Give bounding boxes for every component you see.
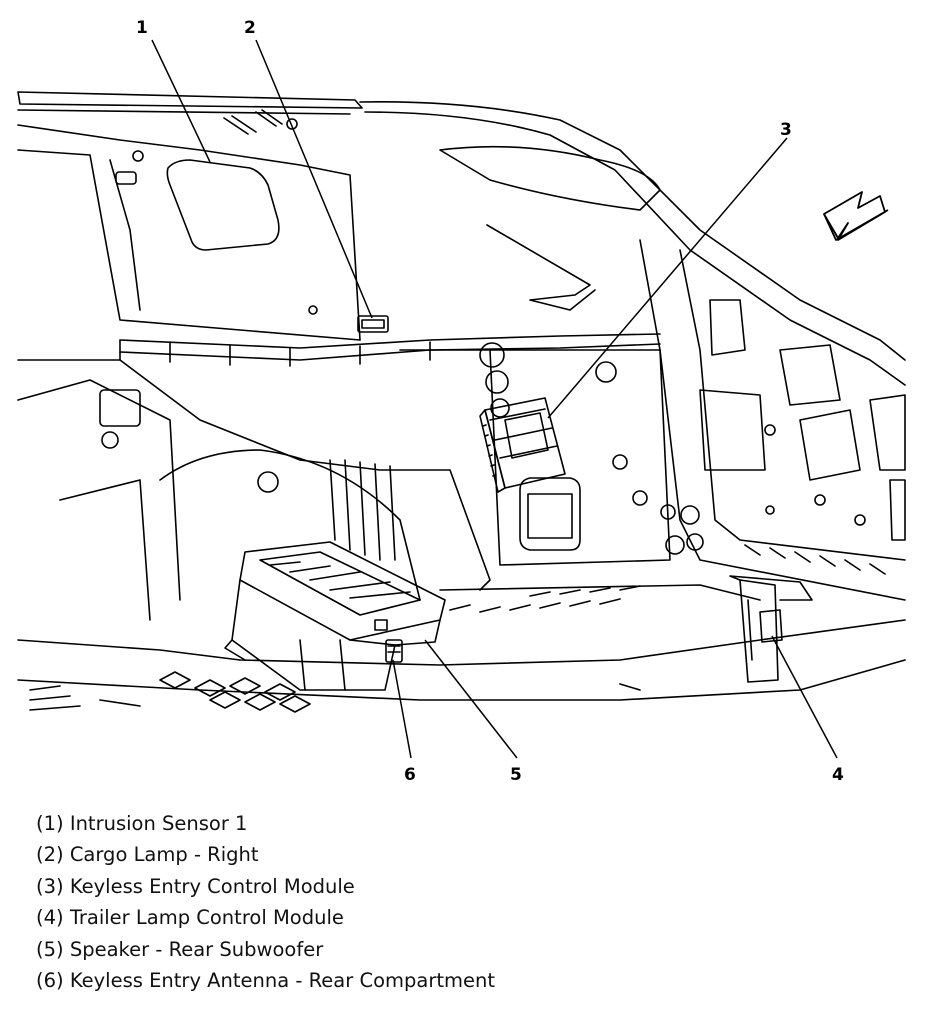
legend-item-3: (3) Keyless Entry Control Module — [36, 874, 355, 898]
forward-direction-arrow-icon — [823, 191, 889, 241]
legend-item-2: (2) Cargo Lamp - Right — [36, 843, 259, 867]
callout-number-5: 5 — [510, 765, 522, 785]
leader-line-5 — [424, 639, 518, 759]
component-legend: (1) Intrusion Sensor 1 (2) Cargo Lamp - … — [36, 808, 495, 996]
legend-item-4: (4) Trailer Lamp Control Module — [36, 906, 344, 930]
callout-number-1: 1 — [136, 18, 148, 38]
callout-number-2: 2 — [244, 18, 256, 38]
callout-number-6: 6 — [404, 765, 416, 785]
leader-line-1 — [151, 39, 211, 163]
leader-line-4 — [771, 635, 838, 759]
leader-line-3 — [547, 137, 788, 419]
legend-item-1: (1) Intrusion Sensor 1 — [36, 812, 248, 835]
callout-number-4: 4 — [832, 765, 844, 785]
callout-leader-lines — [151, 39, 838, 759]
legend-item-6: (6) Keyless Entry Antenna - Rear Compart… — [36, 969, 495, 993]
legend-item-5: (5) Speaker - Rear Subwoofer — [36, 937, 324, 961]
component-location-diagram: 1 2 3 4 5 6 — [17, 18, 906, 785]
callout-number-3: 3 — [780, 120, 792, 140]
leader-line-6 — [392, 659, 412, 759]
leader-line-2 — [255, 39, 373, 319]
vehicle-interior-drawing — [17, 91, 906, 713]
